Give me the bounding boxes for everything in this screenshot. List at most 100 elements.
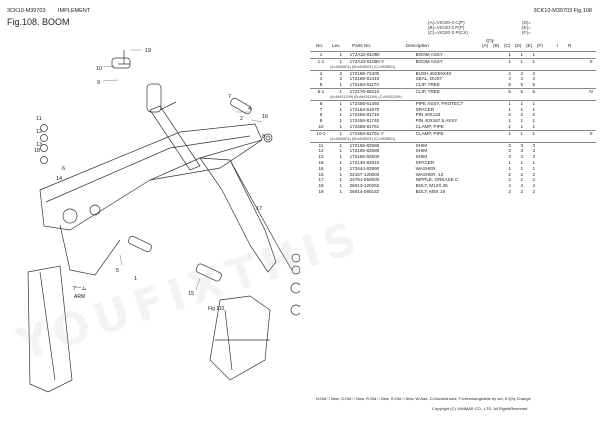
table-note-row: (A>M08501) (B>M08501) (C>M08501) bbox=[310, 137, 596, 143]
cell-a: 2 bbox=[508, 112, 511, 118]
cell-a: 1 bbox=[503, 51, 516, 59]
cell-lev: 1 bbox=[332, 57, 350, 65]
cell-c: 4 bbox=[532, 183, 536, 189]
cell-empty bbox=[551, 87, 565, 95]
cell-i bbox=[576, 141, 587, 149]
cell-pn: 24761-050000 bbox=[349, 177, 380, 183]
cell-a: 2 bbox=[508, 171, 511, 177]
qty-heading: Q'ty bbox=[486, 38, 495, 43]
cell-desc: CLAMP, PIPE bbox=[415, 123, 444, 129]
cell-empty bbox=[539, 129, 552, 137]
cell-lev: 1 bbox=[332, 141, 350, 149]
cell-b: 4 bbox=[520, 76, 524, 82]
cell-c: 3 bbox=[532, 154, 536, 160]
cell-i bbox=[576, 99, 587, 107]
cell-b: 1 bbox=[515, 129, 528, 137]
cell-lev: 1 bbox=[339, 183, 343, 189]
serial-codes-right: (D)= (E)= (F)= bbox=[522, 20, 532, 35]
cell-empty bbox=[551, 99, 565, 107]
cell-no: 6 bbox=[310, 99, 332, 107]
cell-b: 1 bbox=[520, 106, 524, 112]
cell-a: 3 bbox=[503, 141, 516, 149]
cell-b: 1 bbox=[520, 118, 524, 124]
cell-empty bbox=[564, 51, 577, 59]
arm-label: ARM bbox=[74, 294, 85, 300]
header-right: 3CK10-M39703 Fig.108 bbox=[533, 8, 592, 14]
cell-no: 7 bbox=[319, 106, 323, 112]
cell-desc: NIPPLE, GREASE C bbox=[415, 177, 459, 183]
cell-no: 2 bbox=[310, 69, 332, 77]
cell-pn: 172165-82600 bbox=[349, 154, 380, 160]
cell-empty bbox=[539, 87, 552, 95]
cell-empty bbox=[540, 189, 552, 195]
cell-no: 11 bbox=[310, 141, 332, 149]
header-code: 3CK10-M39703 bbox=[7, 8, 46, 14]
cell-c: 2 bbox=[527, 69, 540, 77]
cell-c: 2 bbox=[532, 188, 536, 194]
cell-lev: 1 bbox=[339, 123, 343, 129]
cell-desc: WASHER bbox=[415, 165, 436, 171]
cell-c: 1 bbox=[532, 106, 536, 112]
callout-16: 16 bbox=[262, 114, 268, 120]
cell-b: 5 bbox=[515, 87, 528, 95]
callout-8: 8 bbox=[262, 134, 265, 140]
cell-lev: 1 bbox=[332, 99, 350, 107]
callout-14: 14 bbox=[56, 176, 62, 182]
note-cell: (A>M431299) (B>M431299) (C>M431299) bbox=[330, 94, 402, 99]
cell-i bbox=[576, 51, 587, 59]
cell-b: 3 bbox=[520, 154, 524, 160]
cell-desc: SPACER bbox=[415, 106, 435, 112]
callout-12: 12 bbox=[36, 129, 42, 135]
cell-c: 1 bbox=[532, 159, 536, 165]
cell-empty bbox=[539, 99, 552, 107]
cell-lev: 2 bbox=[332, 69, 350, 77]
cell-b: 5 bbox=[520, 82, 524, 88]
cell-a: 4 bbox=[508, 183, 511, 189]
cell-desc: PIPE ASSY, PROTECT bbox=[415, 99, 504, 107]
copyright: Copyright (C) YANMAR CO., LTD. All Right… bbox=[432, 406, 529, 411]
boom-diagram: 19 10 9 11 12 13 6 14 16 4 2 7 8 17 18 1… bbox=[27, 48, 300, 393]
callout-9: 9 bbox=[97, 80, 100, 86]
cell-no: 10-1 bbox=[310, 129, 332, 137]
cell-pn: 172176-68210 bbox=[349, 87, 416, 95]
note-cell: (A>M08501) (B>M08501) (C>M08501) bbox=[330, 136, 396, 141]
cell-no: 1-1 bbox=[310, 57, 332, 65]
cell-desc: SHIM bbox=[415, 148, 428, 154]
cell-r bbox=[586, 99, 596, 107]
cell-pn: 172456-61450 bbox=[349, 99, 416, 107]
cell-pn: 172164-81670 bbox=[349, 106, 380, 112]
cell-lev: 1 bbox=[339, 106, 343, 112]
cell-desc: SHIM bbox=[415, 154, 428, 160]
cell-b: 2 bbox=[520, 188, 524, 194]
cell-empty bbox=[551, 51, 565, 59]
cell-c: 1 bbox=[527, 51, 540, 59]
cell-empty bbox=[564, 141, 577, 149]
cell-lev: 1 bbox=[339, 171, 343, 177]
cell-no: 13 bbox=[318, 154, 324, 160]
cell-empty bbox=[551, 57, 565, 65]
cell-pn: 22157-120000 bbox=[349, 171, 380, 177]
cell-desc: BUSH,45X55X40 bbox=[415, 69, 504, 77]
callout-1: 1 bbox=[134, 276, 137, 282]
cell-r bbox=[586, 69, 596, 77]
cell-no: 9 bbox=[319, 118, 323, 124]
cell-c: 3 bbox=[532, 148, 536, 154]
cell-desc: BOLT, M12X 25 bbox=[415, 183, 448, 189]
header-title: IMPLEMENT bbox=[58, 8, 91, 14]
callout-19: 19 bbox=[145, 48, 151, 54]
cell-a: 2 bbox=[503, 69, 516, 77]
callout-6: 6 bbox=[62, 166, 65, 172]
cell-empty bbox=[551, 141, 565, 149]
cell-i bbox=[576, 57, 587, 65]
cell-desc: SHIM bbox=[415, 141, 504, 149]
cell-b: 1 bbox=[515, 99, 528, 107]
cell-pn: 172A22-81090-Y bbox=[349, 57, 416, 65]
cell-desc: PIN 40X134 bbox=[415, 112, 441, 118]
